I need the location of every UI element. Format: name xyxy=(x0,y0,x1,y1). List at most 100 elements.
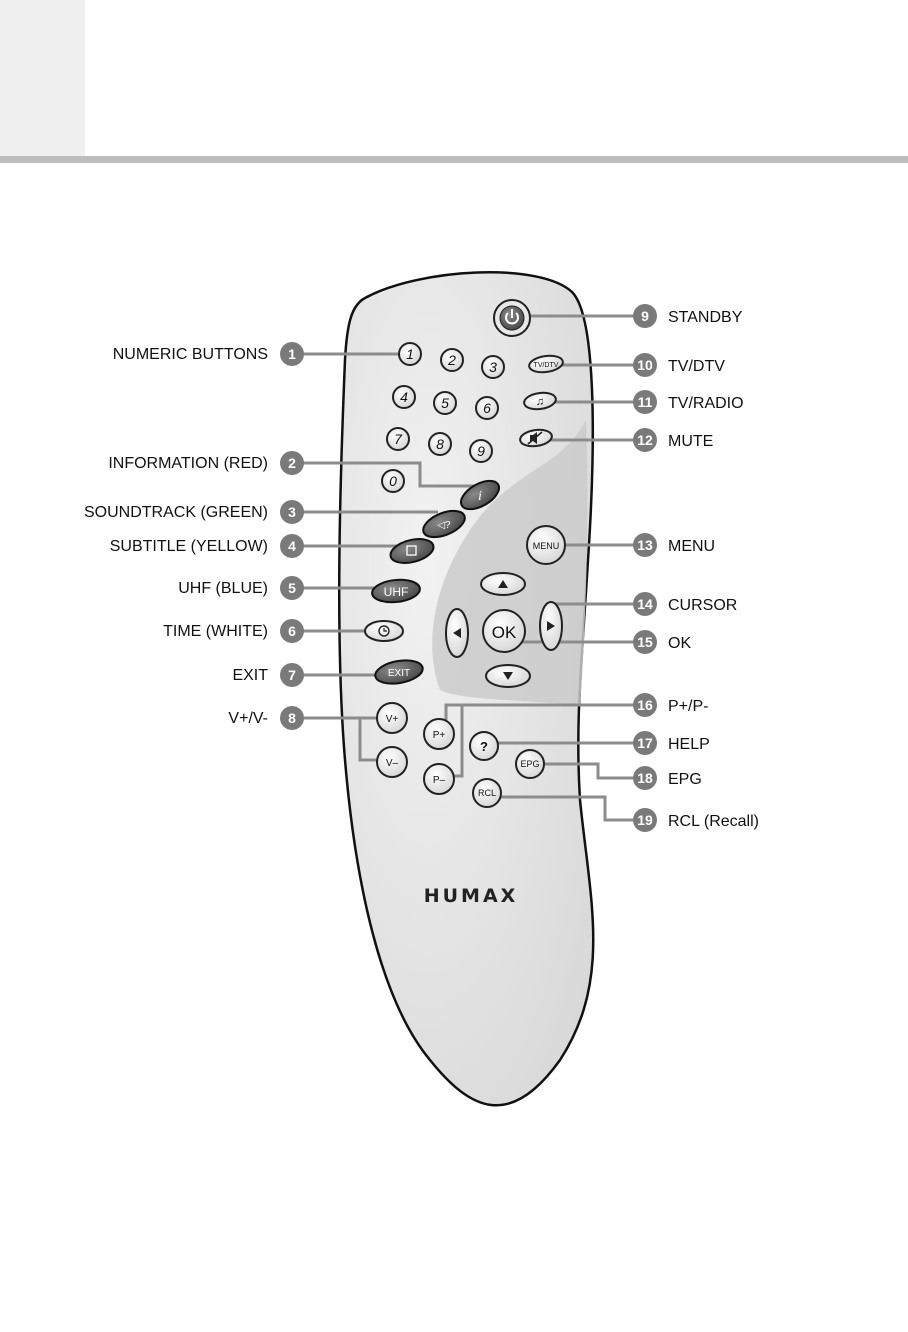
cursor-right-button[interactable] xyxy=(539,601,563,651)
tvdtv-button[interactable]: TV/DTV xyxy=(528,354,564,375)
program-up-label: P+ xyxy=(433,730,446,741)
information-label: i xyxy=(478,489,482,504)
recall-button[interactable]: RCL xyxy=(472,778,502,808)
information-button[interactable]: i xyxy=(456,475,503,515)
callout-badge xyxy=(280,663,304,687)
callout-17: 17 HELP xyxy=(633,731,710,755)
callout-badge xyxy=(280,451,304,475)
callout-3: SOUNDTRACK (GREEN) 3 xyxy=(84,500,304,524)
remote-buttons: 1 2 3 4 5 6 7 8 9 0 TV/DTV ♫ xyxy=(364,299,566,907)
epg-button[interactable]: EPG xyxy=(515,749,545,779)
digit-button-8[interactable]: 8 xyxy=(428,432,452,456)
callout-number: 3 xyxy=(288,504,296,520)
uhf-button[interactable]: UHF xyxy=(371,578,421,605)
callout-number: 16 xyxy=(637,697,653,713)
callout-9: 9 STANDBY xyxy=(633,304,743,328)
callout-badge xyxy=(280,500,304,524)
digit-label: 9 xyxy=(477,443,485,459)
volume-up-label: V+ xyxy=(386,714,399,725)
callout-label: MENU xyxy=(668,538,715,555)
callout-badge xyxy=(633,731,657,755)
digit-button-5[interactable]: 5 xyxy=(433,391,457,415)
digit-button-0[interactable]: 0 xyxy=(381,469,405,493)
mute-button[interactable] xyxy=(519,428,553,448)
callout-label: EPG xyxy=(668,771,702,788)
callout-label: SOUNDTRACK (GREEN) xyxy=(84,504,268,521)
callout-number: 17 xyxy=(637,735,653,751)
callout-number: 11 xyxy=(638,394,653,410)
cursor-left-button[interactable] xyxy=(445,608,469,658)
leader-18 xyxy=(530,762,645,780)
callout-badge xyxy=(280,706,304,730)
ok-label: OK xyxy=(492,623,517,642)
digit-button-2[interactable]: 2 xyxy=(440,348,464,372)
callout-badge xyxy=(280,342,304,366)
digit-label: 8 xyxy=(436,436,444,452)
speaker-muted-icon xyxy=(527,431,543,445)
soundtrack-button[interactable]: ◁? xyxy=(419,506,468,543)
digit-label: 5 xyxy=(441,395,449,411)
digit-button-3[interactable]: 3 xyxy=(481,355,505,379)
digit-button-4[interactable]: 4 xyxy=(392,385,416,409)
callout-number: 14 xyxy=(637,596,653,612)
callout-number: 2 xyxy=(288,455,296,471)
volume-up-button[interactable]: V+ xyxy=(376,702,408,734)
callout-number: 12 xyxy=(637,432,653,448)
program-down-button[interactable]: P– xyxy=(423,763,455,795)
callout-badge xyxy=(280,619,304,643)
callout-15: 15 OK xyxy=(633,630,691,654)
header-rule xyxy=(0,156,908,163)
callout-badge xyxy=(633,533,657,557)
digit-label: 1 xyxy=(406,346,414,362)
callout-number: 4 xyxy=(288,538,296,554)
callout-number: 1 xyxy=(288,346,296,362)
callout-number: 18 xyxy=(637,770,653,786)
callout-label: EXIT xyxy=(232,667,268,684)
callout-5: UHF (BLUE) 5 xyxy=(178,576,304,600)
callout-label: INFORMATION (RED) xyxy=(108,455,268,472)
callout-label: UHF (BLUE) xyxy=(178,580,268,597)
cursor-up-button[interactable] xyxy=(480,572,526,596)
subtitle-icon xyxy=(406,545,417,556)
digit-button-6[interactable]: 6 xyxy=(475,396,499,420)
callout-13: 13 MENU xyxy=(633,533,715,557)
tv-radio-button[interactable]: ♫ xyxy=(523,391,557,411)
program-up-button[interactable]: P+ xyxy=(423,718,455,750)
arrow-right-icon xyxy=(547,621,555,631)
epg-label: EPG xyxy=(520,759,539,769)
callout-badge xyxy=(280,534,304,558)
standby-button[interactable] xyxy=(493,299,531,337)
digit-label: 6 xyxy=(483,400,491,416)
digit-button-7[interactable]: 7 xyxy=(386,427,410,451)
arrow-left-icon xyxy=(453,628,461,638)
cursor-pad: OK xyxy=(445,572,563,688)
callout-label: HELP xyxy=(668,736,710,753)
callout-label: V+/V- xyxy=(228,710,268,727)
callout-6: TIME (WHITE) 6 xyxy=(163,619,304,643)
callout-badge xyxy=(633,353,657,377)
callout-11: 11 TV/RADIO xyxy=(633,390,744,414)
help-button[interactable]: ? xyxy=(469,731,499,761)
callout-label: P+/P- xyxy=(668,698,708,715)
time-button[interactable] xyxy=(364,620,404,642)
exit-button[interactable]: EXIT xyxy=(373,657,424,687)
callout-number: 5 xyxy=(288,580,296,596)
digit-label: 0 xyxy=(389,473,397,489)
cursor-down-button[interactable] xyxy=(485,664,531,688)
callout-badge xyxy=(633,390,657,414)
callout-label: TIME (WHITE) xyxy=(163,623,268,640)
menu-button[interactable]: MENU xyxy=(526,525,566,565)
digit-button-1[interactable]: 1 xyxy=(398,342,422,366)
callout-label: STANDBY xyxy=(668,309,743,326)
page-corner-tab xyxy=(0,0,85,158)
callout-label: CURSOR xyxy=(668,597,737,614)
soundtrack-icon: ◁? xyxy=(437,520,451,531)
leader-2 xyxy=(292,461,476,488)
ok-button[interactable]: OK xyxy=(482,609,526,653)
digit-button-9[interactable]: 9 xyxy=(469,439,493,463)
exit-label: EXIT xyxy=(388,668,410,679)
volume-down-button[interactable]: V– xyxy=(376,746,408,778)
callout-number: 10 xyxy=(637,357,653,373)
subtitle-button[interactable] xyxy=(388,535,436,567)
